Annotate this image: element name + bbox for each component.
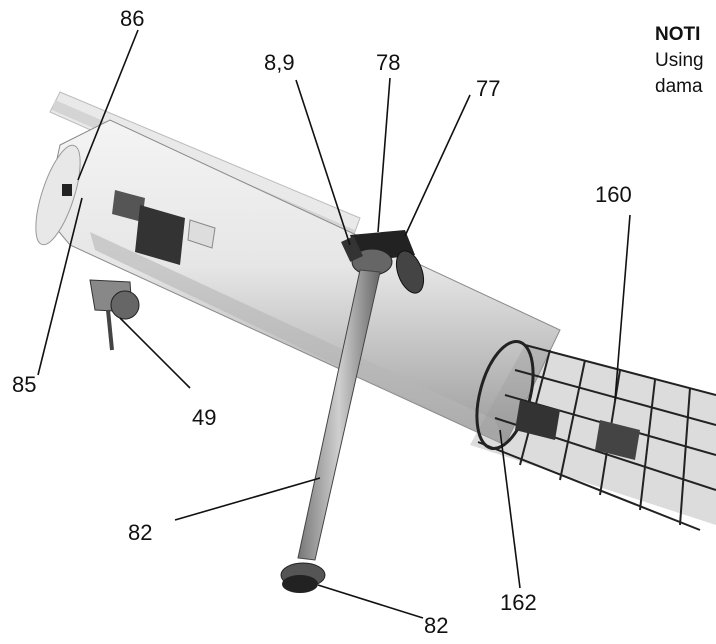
leader-85 (37, 197, 83, 376)
leader-78 (377, 77, 391, 233)
leader-86 (77, 29, 139, 181)
callout-labels: 86 8,9 78 77 160 85 49 82 162 82 (12, 6, 632, 638)
note-text: NOTI Using dama (655, 22, 716, 100)
callout-8-9: 8,9 (264, 50, 295, 75)
leader-82-shaft (174, 477, 321, 521)
small-fitting (62, 184, 72, 196)
finder-bracket (341, 230, 425, 294)
leader-160 (614, 214, 631, 401)
leader-8-9 (295, 79, 351, 246)
leader-82-knob (317, 584, 424, 619)
note-line-2: dama (655, 76, 703, 97)
callout-86: 86 (120, 6, 144, 31)
leader-162 (499, 429, 521, 589)
mount-block (89, 279, 140, 351)
callout-82-shaft: 82 (128, 520, 152, 545)
note-line-1: Using (655, 50, 704, 71)
leader-77 (404, 94, 471, 237)
callout-160: 160 (595, 182, 632, 207)
leader-49 (119, 317, 191, 389)
leader-lines (37, 29, 631, 619)
callout-49: 49 (192, 405, 216, 430)
note-title: NOTI (655, 24, 701, 45)
cage-assembly (470, 339, 716, 531)
callout-82-knob: 82 (424, 613, 448, 638)
slow-motion-shaft (280, 269, 381, 593)
callout-162: 162 (500, 590, 537, 615)
callout-77: 77 (476, 76, 500, 101)
callout-78: 78 (376, 50, 400, 75)
callout-85: 85 (12, 372, 36, 397)
tube-labels (112, 190, 216, 265)
